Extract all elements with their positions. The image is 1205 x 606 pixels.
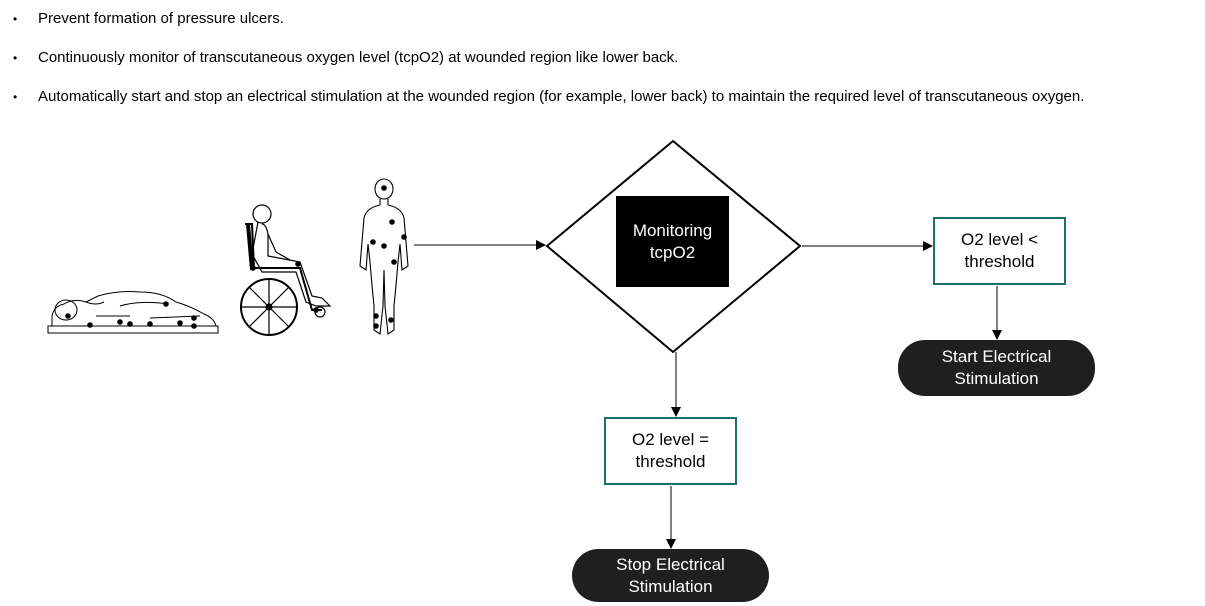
patient-wheelchair-icon xyxy=(240,204,332,336)
start-stimulation-label: Start Electrical Stimulation xyxy=(941,347,1052,388)
stop-stimulation-terminal: Stop Electrical Stimulation xyxy=(572,549,769,602)
below-threshold-box: O2 level < threshold xyxy=(933,217,1066,285)
bullet-dot: • xyxy=(13,90,18,104)
stop-stimulation-label: Stop Electrical Stimulation xyxy=(616,554,725,596)
below-threshold-label: O2 level < threshold xyxy=(960,230,1038,271)
bullet-text: Prevent formation of pressure ulcers. xyxy=(38,10,284,27)
monitoring-box: Monitoring tcpO2 xyxy=(616,196,729,287)
bullet-dot: • xyxy=(13,12,18,26)
bullet-text: Continuously monitor of transcutaneous o… xyxy=(38,49,679,66)
monitoring-label: Monitoring tcpO2 xyxy=(632,220,713,262)
bullet-dot: • xyxy=(13,51,18,65)
bullet-item: • Prevent formation of pressure ulcers. xyxy=(0,9,1205,29)
bullet-item: • Automatically start and stop an electr… xyxy=(0,87,1205,107)
patient-standing-back-icon xyxy=(359,178,409,335)
bullet-text: Automatically start and stop an electric… xyxy=(38,88,1085,105)
bullet-item: • Continuously monitor of transcutaneous… xyxy=(0,48,1205,68)
start-stimulation-terminal: Start Electrical Stimulation xyxy=(898,340,1095,396)
equal-threshold-box: O2 level = threshold xyxy=(604,417,737,485)
equal-threshold-label: O2 level = threshold xyxy=(631,430,709,471)
patient-lying-icon xyxy=(47,291,219,334)
